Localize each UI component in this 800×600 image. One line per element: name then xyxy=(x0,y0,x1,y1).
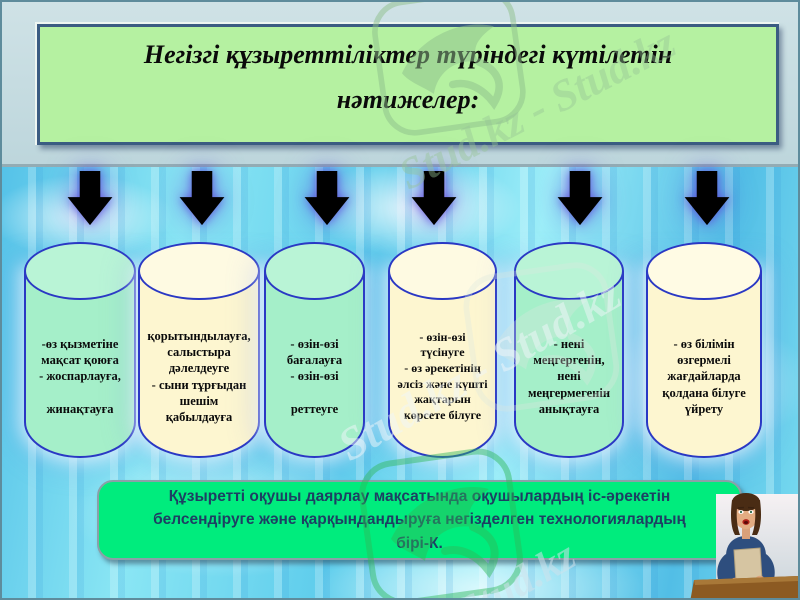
cylinder-label: қорытындылауға, салыстыра дәлелдеуге - с… xyxy=(147,328,251,424)
cylinder-5: - нені меңгергенін, нені меңгермегенін а… xyxy=(514,242,624,458)
cylinder-top xyxy=(24,242,136,300)
cylinder-body: - өзін-өзі бағалауға - өзін-өзі реттеуге xyxy=(264,271,365,458)
down-arrow-icon xyxy=(406,168,462,230)
cylinder-label: - өз білімін өзгермелі жағдайларда қолда… xyxy=(662,336,746,416)
cylinder-top xyxy=(264,242,365,300)
cylinder-label: - өзін-өзі түсінуге - өз әрекетінің әлсі… xyxy=(397,329,488,422)
slide-title: Негізгі құзыреттіліктер түріндегі күтіле… xyxy=(143,40,673,114)
cylinder-label: -өз қызметіне мақсат қоюға - жоспарлауға… xyxy=(39,336,121,416)
cylinder-label: - нені меңгергенін, нені меңгермегенін а… xyxy=(527,336,611,416)
presenter-figure xyxy=(690,484,798,598)
cylinder-label: - өзін-өзі бағалауға - өзін-өзі реттеуге xyxy=(286,336,343,416)
down-arrow-icon xyxy=(679,168,735,230)
down-arrow-icon xyxy=(299,168,355,230)
down-arrow-icon xyxy=(552,168,608,230)
cylinder-top xyxy=(646,242,762,300)
down-arrow-icon xyxy=(174,168,230,230)
note-box: Құзыретті оқушы даярлау мақсатында оқушы… xyxy=(97,480,742,560)
down-arrow-icon xyxy=(62,168,118,230)
cylinder-6: - өз білімін өзгермелі жағдайларда қолда… xyxy=(646,242,762,458)
title-box: Негізгі құзыреттіліктер түріндегі күтіле… xyxy=(37,24,779,145)
cylinder-top xyxy=(514,242,624,300)
cylinder-4: - өзін-өзі түсінуге - өз әрекетінің әлсі… xyxy=(388,242,497,458)
cylinder-top xyxy=(138,242,260,300)
cylinder-2: қорытындылауға, салыстыра дәлелдеуге - с… xyxy=(138,242,260,458)
cylinder-body: -өз қызметіне мақсат қоюға - жоспарлауға… xyxy=(24,271,136,458)
cylinder-body: - өз білімін өзгермелі жағдайларда қолда… xyxy=(646,271,762,458)
cylinder-body: қорытындылауға, салыстыра дәлелдеуге - с… xyxy=(138,271,260,458)
cylinder-1: -өз қызметіне мақсат қоюға - жоспарлауға… xyxy=(24,242,136,458)
note-text: Құзыретті оқушы даярлау мақсатында оқушы… xyxy=(153,488,686,552)
cylinder-3: - өзін-өзі бағалауға - өзін-өзі реттеуге xyxy=(264,242,365,458)
cylinder-top xyxy=(388,242,497,300)
